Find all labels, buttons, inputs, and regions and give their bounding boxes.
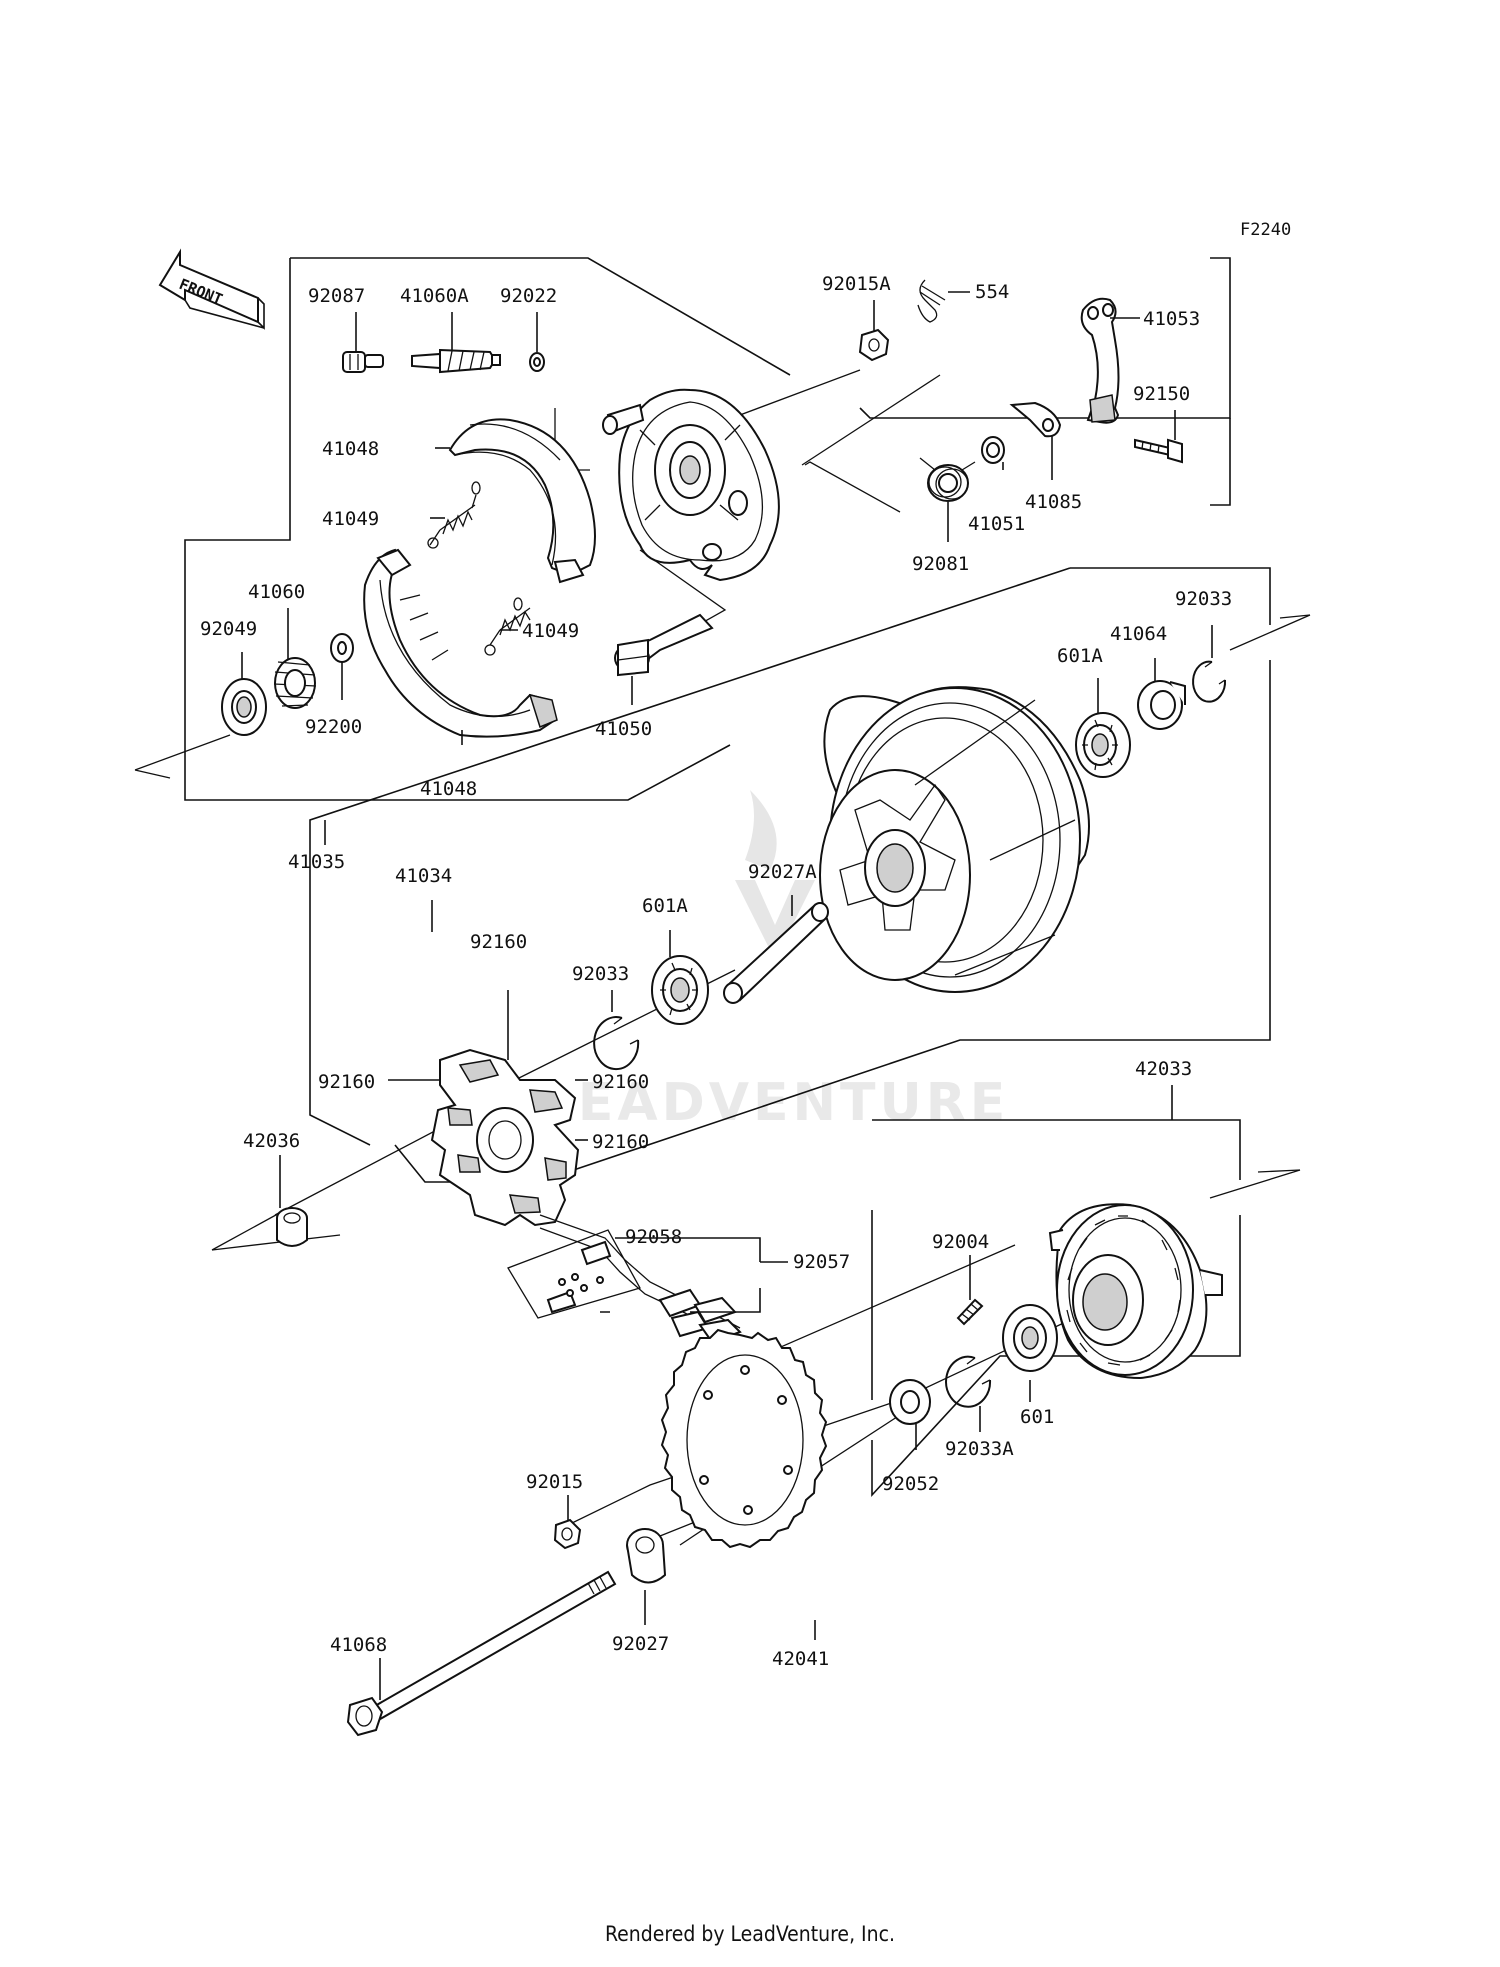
label-92150: 92150 — [1133, 383, 1190, 405]
part-labels: 92087 41060A 92022 92015A 554 41053 9215… — [200, 273, 1232, 1670]
axle-41068 — [346, 1570, 617, 1737]
label-92049: 92049 — [200, 618, 257, 640]
circlip-92033A — [945, 1355, 992, 1408]
seal-41051 — [981, 436, 1005, 464]
shoe-41048-top — [448, 418, 596, 584]
label-41053: 41053 — [1143, 308, 1200, 330]
label-92160-right: 92160 — [592, 1071, 649, 1093]
label-41085: 41085 — [1025, 491, 1082, 513]
label-92160-top: 92160 — [470, 931, 527, 953]
spring-92081 — [919, 457, 976, 502]
label-92052: 92052 — [882, 1473, 939, 1495]
wheel-hub — [819, 686, 1090, 993]
washer-92200 — [330, 633, 354, 663]
label-92033-top: 92033 — [1175, 588, 1232, 610]
label-92058: 92058 — [625, 1226, 682, 1248]
shaft-41060A — [411, 348, 501, 374]
bearing-601A-bottom — [651, 955, 709, 1025]
label-41035: 41035 — [288, 851, 345, 873]
cam-41050 — [614, 613, 714, 677]
indicator-41085 — [1009, 401, 1062, 438]
bolt-92150 — [1134, 438, 1183, 464]
lever-41053 — [1080, 297, 1120, 424]
label-92027A: 92027A — [748, 861, 817, 883]
brake-panel — [602, 388, 780, 582]
figure-code: F2240 — [1240, 220, 1291, 240]
label-92033-mid: 92033 — [572, 963, 629, 985]
washer-92022 — [529, 352, 545, 372]
nut-92015 — [553, 1518, 582, 1550]
circlip-92033-top — [1192, 660, 1227, 703]
label-41049-bottom: 41049 — [522, 620, 579, 642]
label-601: 601 — [1020, 1406, 1054, 1428]
collar-41064 — [1137, 680, 1186, 730]
label-41068: 41068 — [330, 1634, 387, 1656]
spring-41049-bottom — [484, 597, 531, 656]
nut-92015A — [858, 328, 890, 362]
seal-92049 — [221, 678, 267, 736]
label-92160-bottom: 92160 — [592, 1131, 649, 1153]
seal-92052 — [889, 1379, 931, 1425]
coupling-42033 — [1048, 1203, 1223, 1380]
label-41049-top: 41049 — [322, 508, 379, 530]
bearing-601 — [1002, 1304, 1058, 1372]
label-41060A: 41060A — [400, 285, 469, 307]
label-601A-top: 601A — [1057, 645, 1103, 667]
front-arrow: FRONT — [158, 248, 265, 330]
label-92160-left: 92160 — [318, 1071, 375, 1093]
label-92015A: 92015A — [822, 273, 891, 295]
gear-41060 — [273, 657, 317, 709]
chain-92057 — [507, 1214, 742, 1344]
shoe-41048-bottom — [363, 548, 558, 738]
footer-credit: Rendered by LeadVenture, Inc. — [605, 1922, 895, 1946]
group-outlines — [184, 257, 1271, 1498]
label-92087: 92087 — [308, 285, 365, 307]
part-drawings — [221, 279, 1227, 1737]
tube-92027A — [723, 902, 829, 1004]
spring-41049-top — [427, 481, 481, 549]
label-41064: 41064 — [1110, 623, 1167, 645]
label-601A-bottom: 601A — [642, 895, 688, 917]
damper-92160 — [430, 1048, 580, 1227]
label-42033: 42033 — [1135, 1058, 1192, 1080]
sprocket-42041 — [660, 1328, 828, 1549]
label-92015: 92015 — [526, 1471, 583, 1493]
label-41051: 41051 — [968, 513, 1025, 535]
label-554: 554 — [975, 281, 1009, 303]
label-41048-bottom: 41048 — [420, 778, 477, 800]
stud-92004 — [956, 1298, 984, 1326]
label-92081: 92081 — [912, 553, 969, 575]
collar-92027 — [626, 1528, 667, 1584]
collar-42036 — [276, 1207, 308, 1247]
label-42041: 42041 — [772, 1648, 829, 1670]
label-92200: 92200 — [305, 716, 362, 738]
cotter-pin-554 — [917, 279, 946, 323]
label-41050: 41050 — [595, 718, 652, 740]
label-92033A: 92033A — [945, 1438, 1014, 1460]
bolt-92087 — [342, 351, 384, 373]
circlip-92033-mid — [593, 1016, 640, 1071]
label-41048-top: 41048 — [322, 438, 379, 460]
label-42036: 42036 — [243, 1130, 300, 1152]
label-92004: 92004 — [932, 1231, 989, 1253]
label-92022: 92022 — [500, 285, 557, 307]
bearing-601A-top — [1075, 712, 1131, 778]
label-41034: 41034 — [395, 865, 452, 887]
leader-lines — [241, 291, 1213, 1700]
label-92027: 92027 — [612, 1633, 669, 1655]
label-92057: 92057 — [793, 1251, 850, 1273]
label-41060: 41060 — [248, 581, 305, 603]
